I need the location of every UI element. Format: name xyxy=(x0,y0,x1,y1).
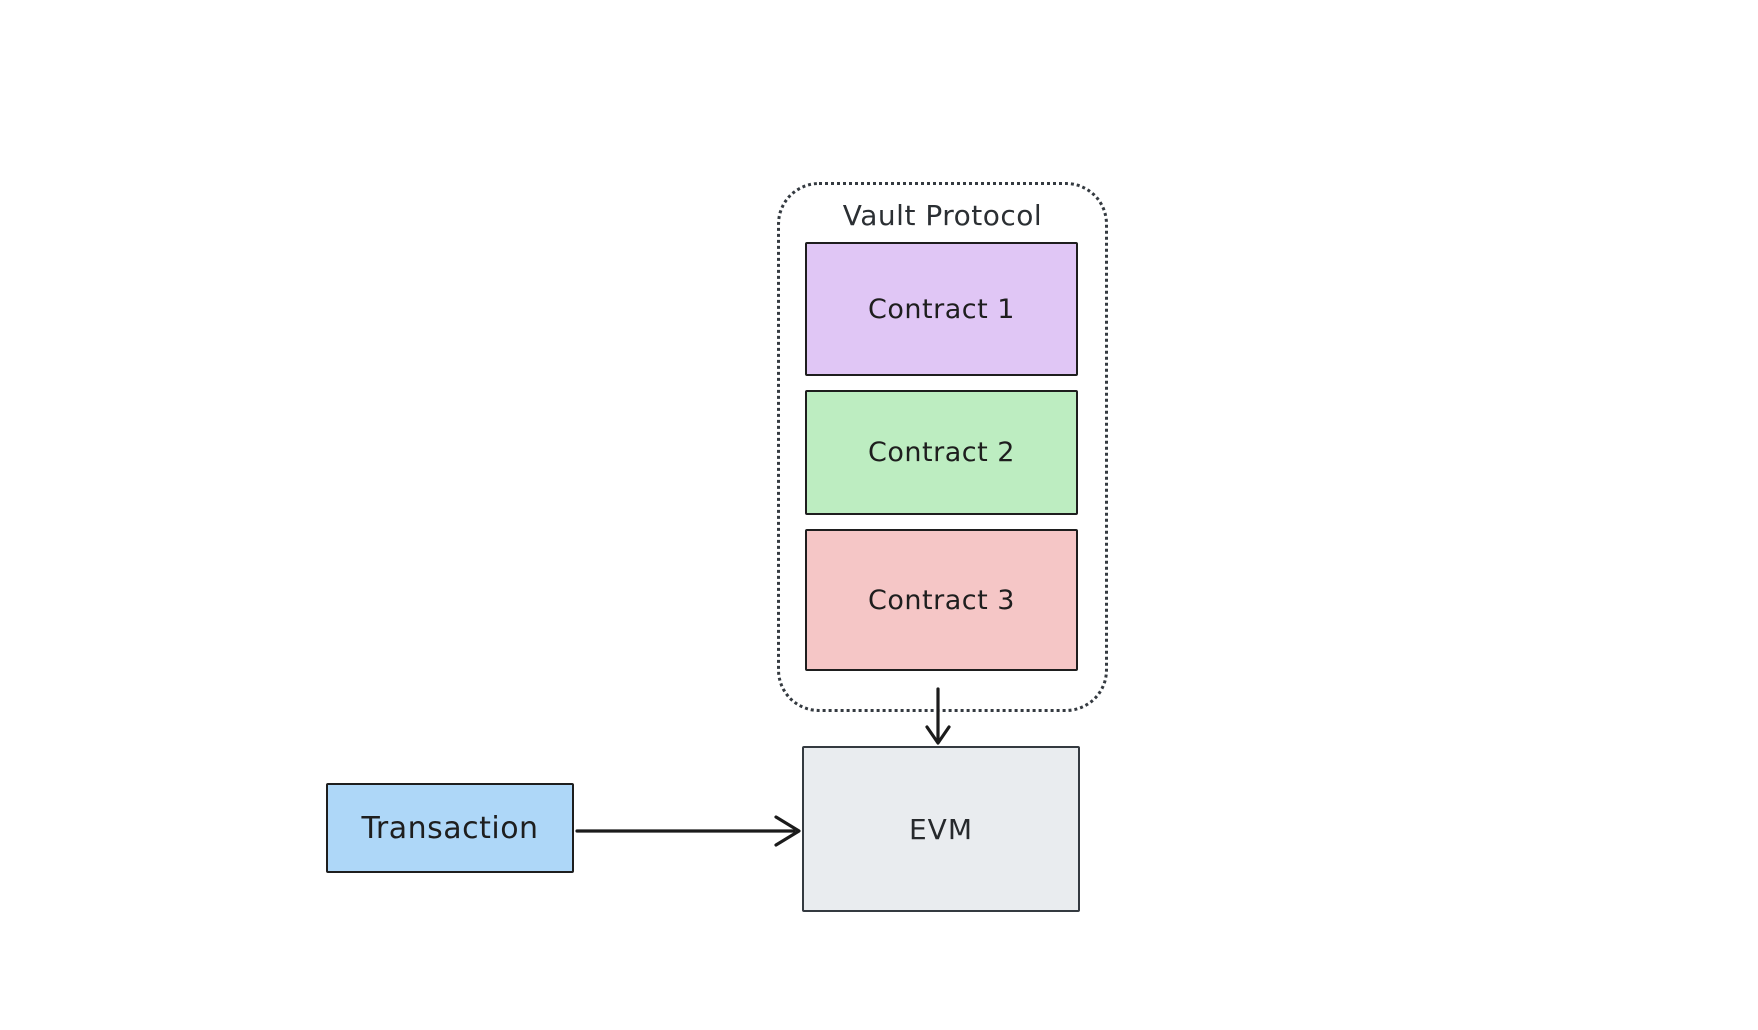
transaction-label: Transaction xyxy=(361,810,539,846)
contract-1-node: Contract 1 xyxy=(805,242,1078,376)
contract-3-label: Contract 3 xyxy=(868,584,1015,616)
evm-node: EVM xyxy=(802,746,1080,912)
contract-1-label: Contract 1 xyxy=(868,293,1015,325)
vault-protocol-container: Vault Protocol Contract 1 Contract 2 Con… xyxy=(777,182,1108,712)
transaction-to-evm-arrow xyxy=(575,815,801,847)
evm-label: EVM xyxy=(908,812,973,846)
vault-protocol-label: Vault Protocol xyxy=(842,199,1043,232)
contract-3-node: Contract 3 xyxy=(805,529,1078,671)
contract-2-label: Contract 2 xyxy=(868,437,1015,468)
contract-2-node: Contract 2 xyxy=(805,390,1078,515)
transaction-node: Transaction xyxy=(326,783,574,873)
